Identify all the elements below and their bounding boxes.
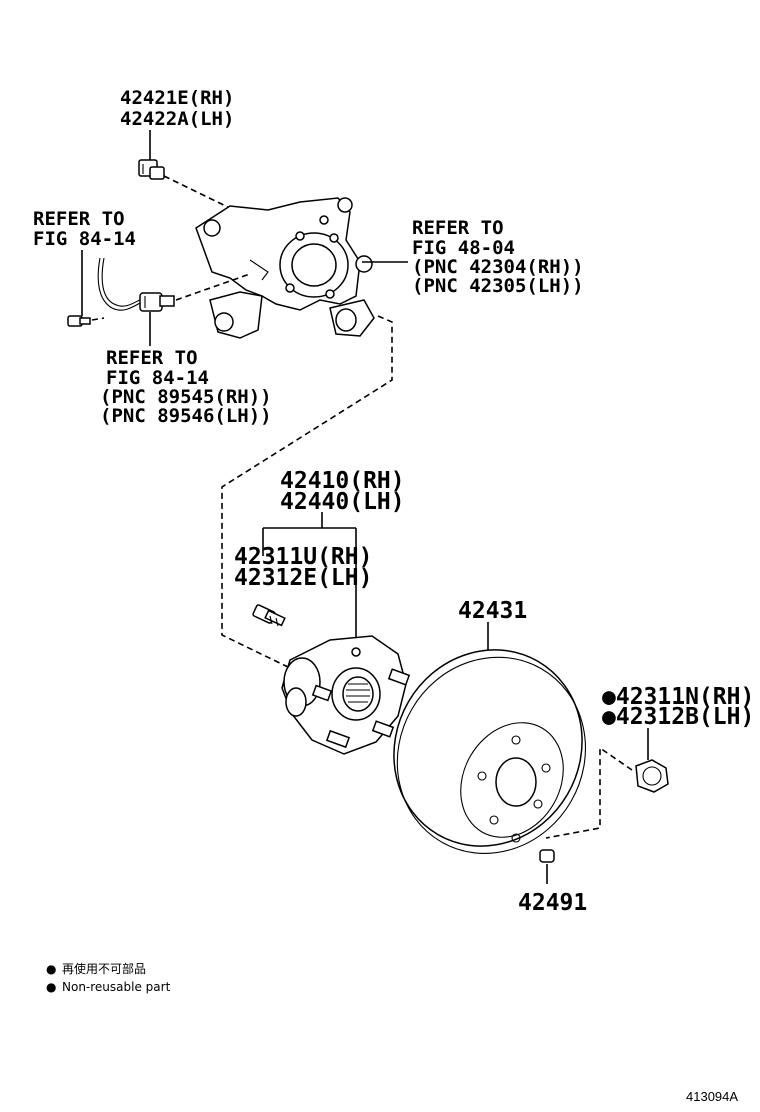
dashed-path-knuckle-to-hub — [221, 315, 393, 669]
filled-circle-icon: ● — [46, 980, 56, 994]
label-plug[interactable]: 42491 — [518, 890, 587, 916]
label-refer-sensor-bolt-line2: FIG 84-14 — [33, 228, 136, 250]
label-refer-knuckle-line4: (PNC 42305(LH)) — [412, 275, 584, 297]
label-hub-rh: 42410(RH) — [280, 468, 405, 494]
label-hub[interactable]: 42410(RH) 42440(LH) — [280, 468, 405, 515]
part-hub-assembly[interactable] — [281, 635, 411, 755]
legend-non-reusable-en: Non-reusable part — [62, 980, 171, 994]
label-nut-rh: ●42311N(RH) — [602, 684, 754, 710]
label-refer-sensor-line1: REFER TO — [106, 347, 198, 369]
label-bolt-top[interactable]: 42421E(RH) 42422A(LH) — [120, 87, 234, 130]
part-brake-disc[interactable] — [358, 615, 621, 888]
part-hub-nut[interactable] — [635, 759, 669, 793]
label-refer-sensor-bolt[interactable]: REFER TO FIG 84-14 — [33, 208, 136, 250]
label-refer-sensor-line2: FIG 84-14 — [106, 367, 209, 389]
legend-non-reusable-jp: 再使用不可部品 — [62, 961, 146, 976]
dashed-sensor-bolt — [91, 317, 105, 321]
label-nut[interactable]: ●42311N(RH) ●42312B(LH) — [602, 684, 754, 730]
part-speed-sensor[interactable] — [97, 257, 175, 312]
part-plug[interactable] — [539, 849, 555, 863]
label-refer-knuckle-line1: REFER TO — [412, 217, 504, 239]
dashed-sensor-to-knuckle — [175, 273, 251, 301]
filled-circle-icon: ● — [46, 962, 56, 976]
label-refer-knuckle[interactable]: REFER TO FIG 48-04 (PNC 42304(RH)) (PNC … — [412, 217, 584, 297]
label-refer-sensor-bolt-line1: REFER TO — [33, 208, 125, 230]
dashed-path-bolt-to-knuckle — [163, 175, 239, 213]
label-refer-sensor-line4: (PNC 89546(LH)) — [100, 405, 272, 427]
part-knuckle[interactable] — [195, 197, 375, 339]
label-hub-lh: 42440(LH) — [280, 489, 405, 515]
label-bolt-top-rh: 42421E(RH) — [120, 87, 234, 109]
label-refer-knuckle-line2: FIG 48-04 — [412, 237, 515, 259]
label-refer-knuckle-line3: (PNC 42304(RH)) — [412, 256, 584, 278]
label-disc[interactable]: 42431 — [458, 598, 527, 624]
figure-code: 413094A — [686, 1089, 738, 1104]
legend: ● 再使用不可部品 ● Non-reusable part — [46, 961, 171, 994]
label-hub-bolt-lh: 42312E(LH) — [234, 565, 372, 591]
part-hub-bolt[interactable] — [252, 604, 286, 627]
label-nut-lh: ●42312B(LH) — [602, 704, 754, 730]
part-bolt-top[interactable] — [138, 159, 165, 180]
label-refer-sensor-line3: (PNC 89545(RH)) — [100, 386, 272, 408]
part-sensor-bolt[interactable] — [67, 315, 91, 327]
label-bolt-top-lh: 42422A(LH) — [120, 108, 234, 130]
label-refer-sensor[interactable]: REFER TO FIG 84-14 (PNC 89545(RH)) (PNC … — [100, 347, 272, 427]
label-hub-bolt[interactable]: 42311U(RH) 42312E(LH) — [234, 544, 372, 591]
label-hub-bolt-rh: 42311U(RH) — [234, 544, 372, 570]
